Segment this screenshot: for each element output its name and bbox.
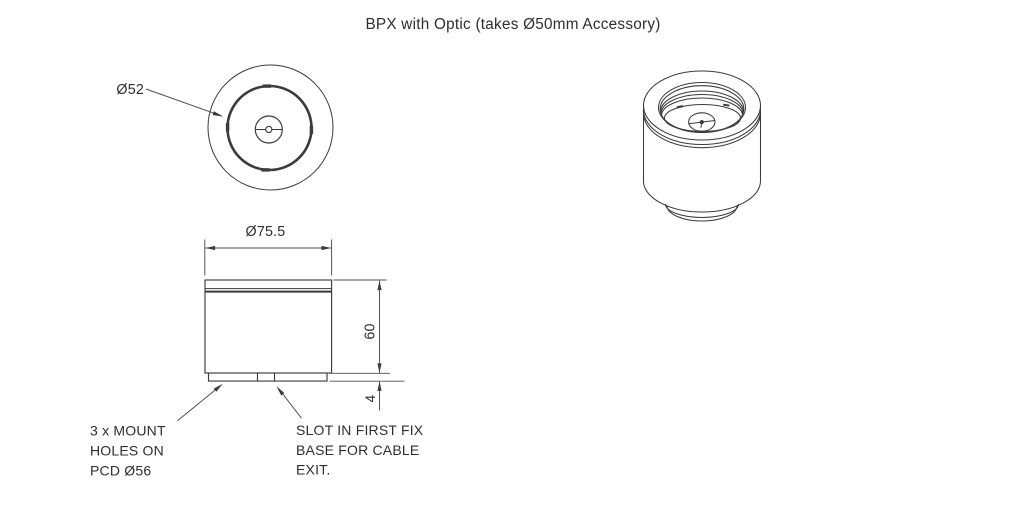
h4-arrow <box>377 381 382 391</box>
iso-thread-line <box>660 94 744 114</box>
iso-floor-tab-left <box>676 105 684 109</box>
iso-optic-stem <box>700 124 702 128</box>
slot-note-leader-line <box>279 389 302 419</box>
iso-optic-pin <box>699 120 704 125</box>
iso-base-bottom-arc <box>666 205 738 222</box>
top-view: Ø52 <box>116 64 334 191</box>
iso-rim-edge-2 <box>642 113 762 149</box>
dia75-arrow-left <box>205 245 216 251</box>
iso-optic-ring <box>688 112 716 132</box>
mount-note-line2: HOLES ON <box>90 443 164 459</box>
dia52-label: Ø52 <box>116 82 144 98</box>
iso-rim-edge-1 <box>642 109 762 145</box>
dia52-leader-line <box>145 88 222 117</box>
side-view: Ø75.5 60 4 <box>204 224 405 411</box>
side-body-outline <box>204 279 333 374</box>
slot-note-line3: EXIT. <box>296 462 330 478</box>
iso-thread-line <box>660 97 744 116</box>
h60-arrow-bottom <box>377 363 382 373</box>
drawing-title: BPX with Optic (takes Ø50mm Accessory) <box>365 16 660 33</box>
slot-note-line2: BASE FOR CABLE <box>296 442 419 458</box>
dia52-leader-arrow <box>212 111 224 117</box>
iso-bottom-arc <box>642 180 762 213</box>
bezel-tab-left <box>225 123 230 132</box>
notes: 3 x MOUNT HOLES ON PCD Ø56 SLOT IN FIRST… <box>90 383 424 479</box>
h60-label: 60 <box>362 323 378 339</box>
h4-label: 4 <box>363 394 378 402</box>
side-base-outline <box>207 373 328 382</box>
h60-arrow-top <box>377 280 382 291</box>
top-view-outer-circle <box>207 64 334 191</box>
dia75-label: Ø75.5 <box>246 224 286 240</box>
mount-note-leader-line <box>177 387 218 422</box>
iso-thread-line <box>659 90 745 113</box>
iso-floor-tab-right <box>723 103 730 107</box>
iso-rim-top-ellipse <box>642 70 762 141</box>
iso-view <box>642 70 762 222</box>
mount-note-line1: 3 x MOUNT <box>90 423 166 439</box>
slot-note-leader-arrow <box>276 386 285 396</box>
mount-note-line3: PCD Ø56 <box>90 463 151 479</box>
mount-note-leader-arrow <box>213 383 223 392</box>
optic-center-pin <box>265 125 273 134</box>
bezel-tab-bottom <box>261 168 270 172</box>
iso-bore-inner-ellipse <box>659 85 745 133</box>
bezel-tab-top <box>262 84 272 88</box>
iso-base-top-arc <box>664 203 740 218</box>
dia75-arrow-right <box>321 245 331 251</box>
bezel-tab-right <box>309 125 314 134</box>
iso-floor-ellipse <box>663 103 742 133</box>
slot-note-line1: SLOT IN FIRST FIX <box>296 422 424 438</box>
